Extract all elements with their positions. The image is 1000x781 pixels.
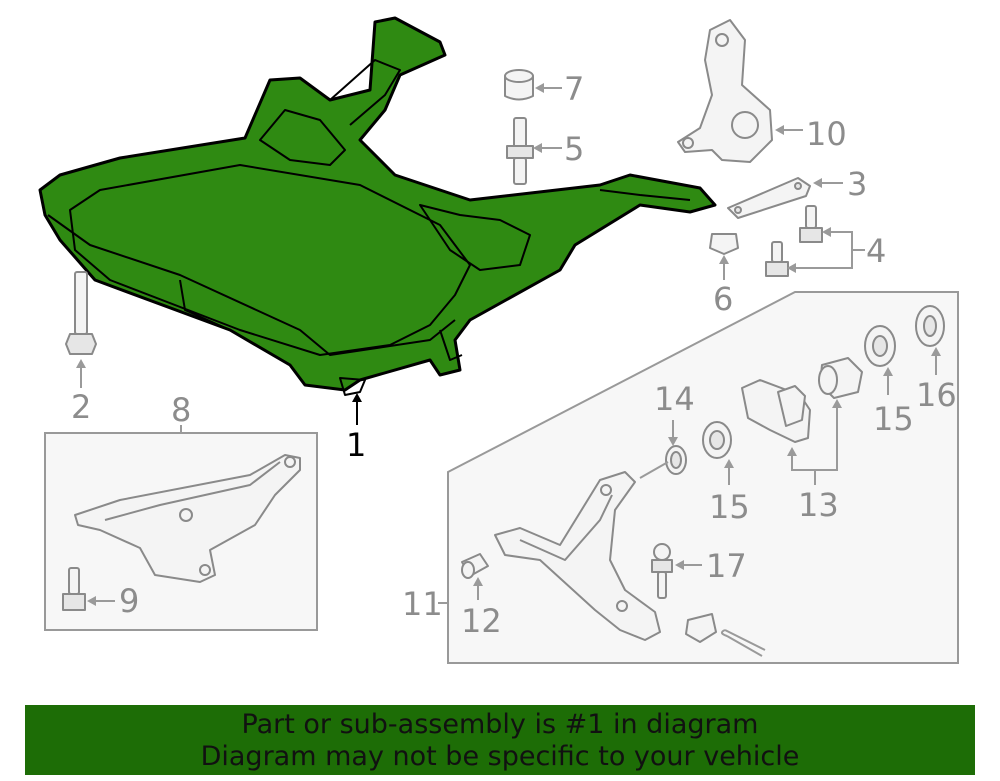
subframe-part-1[interactable] [38, 16, 717, 396]
banner-line-2: Diagram may not be specific to your vehi… [200, 741, 800, 772]
bolt-part-4-lower[interactable] [765, 241, 789, 277]
callout-2: 2 [71, 388, 91, 426]
callout-11: 11 [402, 585, 443, 623]
washer-part-14[interactable] [665, 445, 687, 475]
callout-16: 16 [916, 376, 957, 414]
ball-joint-part-17[interactable] [651, 543, 673, 599]
lower-control-arm-part-11[interactable] [494, 471, 661, 641]
washer-part-15-left[interactable] [702, 421, 732, 459]
notice-banner: Part or sub-assembly is #1 in diagram Di… [25, 705, 975, 775]
bolt-part-2[interactable] [65, 271, 97, 355]
bolt-part-9[interactable] [62, 567, 86, 611]
bushing-bracket-part-13[interactable] [741, 379, 811, 443]
callout-8: 8 [171, 391, 191, 429]
callout-14: 14 [654, 380, 695, 418]
steering-knuckle-part-10[interactable] [677, 19, 773, 163]
callout-10: 10 [806, 115, 847, 153]
callout-labels: 1 2 3 4 5 6 7 8 9 10 11 12 13 14 15 15 1… [71, 70, 957, 640]
nut-part-6[interactable] [709, 233, 739, 255]
washer-part-16[interactable] [915, 305, 945, 347]
cotter-pin[interactable] [721, 629, 766, 657]
callout-15-right: 15 [873, 400, 914, 438]
callout-15-left: 15 [709, 488, 750, 526]
callout-6: 6 [713, 280, 733, 318]
callout-7: 7 [564, 70, 584, 108]
callout-13: 13 [798, 486, 839, 524]
callout-17: 17 [706, 547, 747, 585]
bushing-part-13[interactable] [818, 357, 863, 399]
callout-12: 12 [461, 602, 502, 640]
bushing-part-12[interactable] [461, 553, 489, 579]
callout-1: 1 [346, 426, 366, 464]
castle-nut[interactable] [685, 613, 717, 643]
parts-diagram: 1 2 3 4 5 6 7 8 9 10 11 12 13 14 15 15 1… [38, 16, 959, 664]
leader-lines [76, 83, 941, 606]
callout-5: 5 [564, 130, 584, 168]
bushing-part-7[interactable] [504, 69, 534, 101]
bolt-part-4-upper[interactable] [799, 205, 823, 243]
callout-9: 9 [119, 582, 139, 620]
brace-part-8[interactable] [74, 454, 301, 583]
banner-line-1: Part or sub-assembly is #1 in diagram [241, 709, 759, 740]
callout-4: 4 [866, 232, 886, 270]
bracket-part-3[interactable] [727, 177, 811, 219]
washer-part-15-right[interactable] [864, 325, 896, 367]
callout-3: 3 [847, 165, 867, 203]
stud-part-5[interactable] [506, 117, 534, 185]
